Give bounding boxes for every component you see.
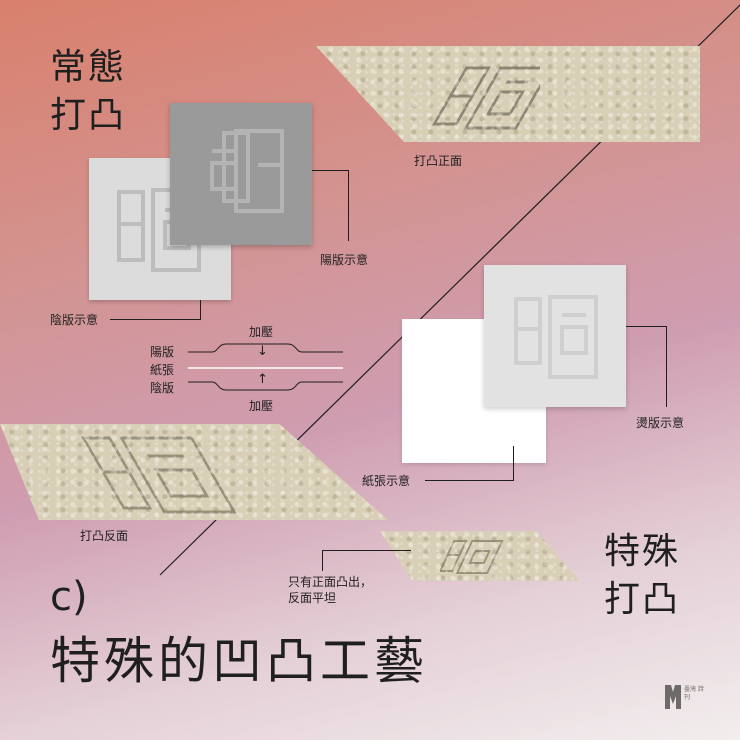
publisher-logo: 臺灣 詩刊 xyxy=(664,682,704,712)
label-paper-demo: 紙張示意 xyxy=(362,474,411,488)
label-pressure-bottom: 加壓 xyxy=(249,399,274,413)
leader-special xyxy=(322,550,411,571)
label-special: 只有正面凸出， 反面平坦 xyxy=(288,574,372,606)
leader-hot-plate xyxy=(626,326,667,407)
label-press-negative: 陰版 xyxy=(150,381,175,395)
heading-special-line1: 特殊 xyxy=(604,531,681,572)
press-diagram-lines xyxy=(188,343,343,391)
hot-plate-card xyxy=(484,265,626,407)
heading-normal-emboss: 常態 打凸 xyxy=(50,44,126,140)
arrow-down-icon: ↓ xyxy=(257,344,268,359)
label-press-paper: 紙張 xyxy=(150,363,175,377)
heading-special-emboss: 特殊 打凸 xyxy=(604,528,680,624)
heading-normal-line2: 打凸 xyxy=(50,95,127,136)
debossed-back-glyph-icon xyxy=(81,436,237,514)
embossed-glyph-icon xyxy=(431,66,540,130)
leader-negative-plate xyxy=(110,300,201,320)
raised-glyph-icon xyxy=(210,129,284,213)
label-positive-plate: 陽版示意 xyxy=(320,253,369,267)
label-special-line2: 反面平坦 xyxy=(288,591,337,605)
section-label: c) xyxy=(50,574,88,620)
label-front: 打凸正面 xyxy=(414,154,463,168)
positive-plate-card xyxy=(170,103,312,245)
publisher-logo-text: 臺灣 詩刊 xyxy=(684,686,704,701)
publisher-logo-icon xyxy=(665,685,681,709)
heading-normal-line1: 常態 xyxy=(50,47,127,88)
arrow-up-icon: ↑ xyxy=(257,372,268,387)
label-negative-plate: 陰版示意 xyxy=(50,313,99,327)
hot-plate-glyph-icon xyxy=(514,295,598,379)
label-special-line1: 只有正面凸出， xyxy=(288,575,373,589)
paper-front-image xyxy=(316,46,700,142)
leader-positive-plate xyxy=(312,170,349,241)
label-pressure-top: 加壓 xyxy=(249,325,274,339)
page-title: 特殊的凹凸工藝 xyxy=(50,632,428,690)
special-glyph-icon xyxy=(440,540,504,574)
heading-special-line2: 打凸 xyxy=(604,579,681,620)
label-press-positive: 陽版 xyxy=(150,345,175,359)
paper-special-image xyxy=(380,531,580,581)
leader-paper-demo xyxy=(425,446,514,481)
label-hot-plate: 燙版示意 xyxy=(636,416,685,430)
label-back: 打凸反面 xyxy=(80,529,129,543)
